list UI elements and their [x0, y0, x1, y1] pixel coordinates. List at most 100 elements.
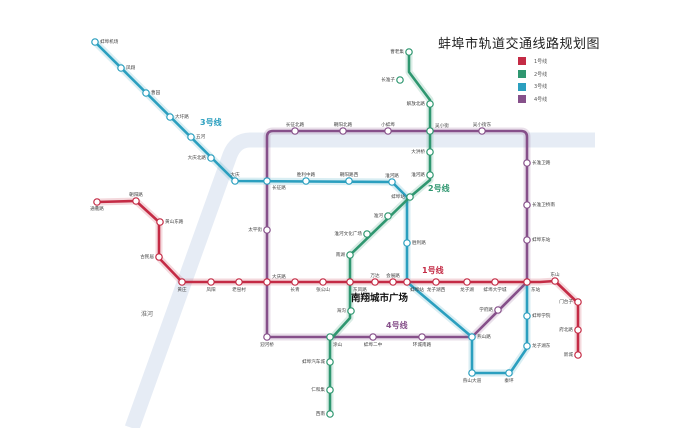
line4-station[interactable]: 环城南路 [413, 333, 432, 348]
station-marker[interactable] [523, 159, 531, 167]
station-marker[interactable] [551, 277, 559, 285]
station-marker[interactable] [523, 342, 531, 350]
station-marker[interactable] [263, 278, 271, 286]
station-marker[interactable] [426, 100, 434, 108]
line2-station[interactable]: 涂山 [326, 333, 343, 348]
station-marker[interactable] [406, 193, 414, 201]
line3-station[interactable]: 朝阳路西 [340, 171, 359, 185]
line1-station[interactable]: 黄庄 [177, 278, 187, 293]
line4-station[interactable]: 吴小街东 [473, 121, 492, 135]
station-marker[interactable] [319, 278, 327, 286]
station-marker[interactable] [403, 278, 411, 286]
station-marker[interactable] [363, 230, 371, 238]
station-marker[interactable] [426, 171, 434, 179]
line1-station[interactable]: 朝阳路 [129, 191, 143, 205]
line2-station[interactable]: 解放北路 [407, 100, 434, 108]
line2-station[interactable]: 西南 [316, 410, 334, 418]
line3-station[interactable]: 蚌埠学院 [523, 312, 551, 320]
station-marker[interactable] [326, 410, 334, 418]
line4-station[interactable]: 学府路 [479, 306, 502, 314]
station-marker[interactable] [523, 236, 531, 244]
line4-station[interactable]: 长征北路 [286, 121, 305, 135]
line1-station[interactable]: 龙子湖 [460, 278, 474, 293]
station-marker[interactable] [263, 333, 271, 341]
station-marker[interactable] [326, 386, 334, 394]
line1-station[interactable]: 东站 [523, 278, 541, 293]
line1-station[interactable]: 通衢路 [90, 198, 104, 212]
station-marker[interactable] [231, 177, 239, 185]
station-marker[interactable] [187, 133, 195, 141]
line1-station[interactable]: 龙子湖西 [427, 278, 446, 293]
station-marker[interactable] [117, 64, 125, 72]
line3-station[interactable]: 胜利中路 [297, 171, 316, 185]
station-marker[interactable] [93, 198, 101, 206]
station-marker[interactable] [478, 127, 486, 135]
line4-station[interactable]: 小蚌埠 [381, 121, 395, 135]
line4-station[interactable]: 长淮卫桥南 [523, 201, 556, 209]
station-marker[interactable] [235, 278, 243, 286]
line4-station[interactable]: 蚌埠东站 [523, 236, 551, 244]
station-marker[interactable] [155, 253, 163, 261]
line1-station[interactable]: 门台子 [559, 298, 582, 306]
line2-station[interactable]: 仁和集 [311, 386, 334, 394]
line1-station[interactable]: 黄山东路 [156, 218, 184, 226]
station-marker[interactable] [345, 177, 353, 185]
station-marker[interactable] [405, 48, 413, 56]
line3-station[interactable]: 秦坪 [504, 369, 514, 384]
station-marker[interactable] [426, 148, 434, 156]
station-marker[interactable] [426, 127, 434, 135]
station-marker[interactable] [369, 333, 377, 341]
station-marker[interactable] [207, 278, 215, 286]
line1-station[interactable]: 蚌埠大学城 [484, 278, 507, 293]
line1-station[interactable]: 大庆路 [263, 273, 286, 286]
line1-station[interactable]: 府北路 [559, 326, 582, 334]
line1-station[interactable]: 会展路 [386, 272, 400, 286]
line4-station[interactable]: 太平街 [248, 226, 271, 234]
station-marker[interactable] [384, 212, 392, 220]
station-marker[interactable] [432, 278, 440, 286]
station-marker[interactable] [396, 76, 404, 84]
line3-station[interactable]: 燕山路 [468, 333, 491, 341]
station-marker[interactable] [339, 127, 347, 135]
line1-station[interactable]: 万达 [370, 272, 380, 286]
line3-station[interactable]: 五河 [187, 133, 206, 141]
station-marker[interactable] [418, 333, 426, 341]
line3-station[interactable]: 淮河路 [385, 172, 399, 186]
line1-station[interactable]: 东山 [550, 271, 560, 285]
line2-station[interactable]: 南湖 [336, 251, 354, 259]
station-marker[interactable] [91, 38, 99, 46]
line1-station[interactable]: 东风路 [346, 278, 367, 293]
line1-station[interactable]: 蚌埠站 [403, 278, 424, 293]
station-marker[interactable] [263, 177, 271, 185]
station-marker[interactable] [494, 306, 502, 314]
station-marker[interactable] [326, 358, 334, 366]
station-marker[interactable] [388, 178, 396, 186]
line2-station[interactable]: 蚌埠汽车城 [302, 358, 334, 366]
line3-station[interactable]: 大庆 [230, 171, 240, 185]
line4-station[interactable]: 长淮卫路 [523, 159, 551, 167]
station-marker[interactable] [523, 312, 531, 320]
station-marker[interactable] [166, 113, 174, 121]
line3-station[interactable]: 燕山大道 [463, 369, 482, 384]
station-marker[interactable] [468, 333, 476, 341]
station-marker[interactable] [505, 369, 513, 377]
station-marker[interactable] [403, 239, 411, 247]
line1-station[interactable]: 古民居 [140, 253, 163, 261]
station-marker[interactable] [347, 307, 355, 315]
line4-station[interactable]: 迎河桥 [260, 333, 274, 348]
line2-station[interactable]: 大洪桥 [411, 148, 434, 156]
line3-station[interactable]: 蚌埠机场 [91, 38, 119, 46]
line3-station[interactable]: 大庆北路 [188, 154, 215, 162]
station-marker[interactable] [302, 177, 310, 185]
station-marker[interactable] [263, 226, 271, 234]
line2-station[interactable]: 吴小街 [426, 122, 449, 135]
station-marker[interactable] [523, 278, 531, 286]
station-marker[interactable] [463, 278, 471, 286]
station-marker[interactable] [523, 201, 531, 209]
station-marker[interactable] [574, 351, 582, 359]
line2-station[interactable]: 长淮子 [381, 76, 404, 84]
station-marker[interactable] [291, 278, 299, 286]
station-marker[interactable] [574, 326, 582, 334]
line2-station[interactable]: 曹老集 [390, 48, 413, 56]
line1-station[interactable]: 老窑村 [232, 278, 246, 293]
